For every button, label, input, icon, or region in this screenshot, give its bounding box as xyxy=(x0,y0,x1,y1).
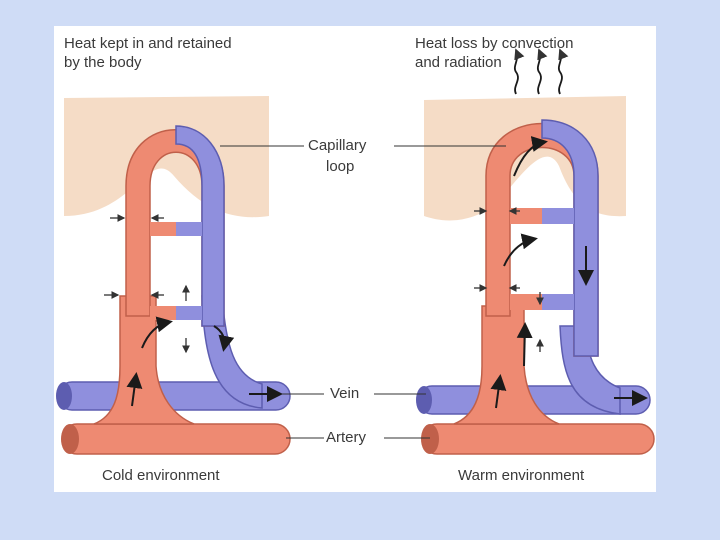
right-diagram xyxy=(416,48,655,455)
capillary-loop-label-line2: loop xyxy=(326,158,355,175)
left-caption-line1: Heat kept in and retained xyxy=(64,35,232,52)
artery-label: Artery xyxy=(326,429,367,446)
vein-label: Vein xyxy=(330,385,360,402)
artery-right xyxy=(421,423,655,455)
figure-panel: Heat kept in and retained by the body He… xyxy=(54,26,656,492)
skin-layer-left xyxy=(64,96,269,218)
capillary-loop-label-line1: Capillary xyxy=(308,137,367,154)
right-footer-label: Warm environment xyxy=(458,467,585,484)
left-diagram xyxy=(56,96,291,455)
vessel-diagram xyxy=(56,48,655,455)
artery-left xyxy=(61,423,291,455)
left-footer-label: Cold environment xyxy=(102,467,220,484)
right-caption-line2: and radiation xyxy=(415,54,502,71)
left-caption-line2: by the body xyxy=(64,54,142,71)
right-caption-line1: Heat loss by convection xyxy=(415,35,574,52)
